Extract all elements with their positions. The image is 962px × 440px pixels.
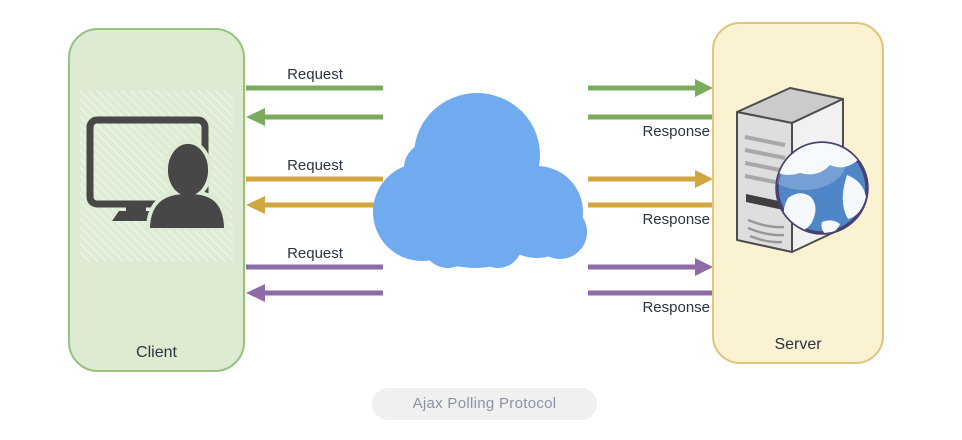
exchange-gold xyxy=(246,170,713,214)
request-arrowhead-icon xyxy=(695,79,713,97)
response-arrowhead-icon xyxy=(246,196,265,214)
server-node: Server xyxy=(712,22,884,364)
client-node: Client xyxy=(68,28,245,372)
request-arrowhead-icon xyxy=(695,258,713,276)
response-arrowhead-icon xyxy=(246,284,265,302)
request-label-2: Request xyxy=(287,157,343,174)
diagram-title-badge: Ajax Polling Protocol xyxy=(372,388,597,420)
response-label-3: Response xyxy=(642,299,710,316)
request-label-1: Request xyxy=(287,66,343,83)
exchange-green xyxy=(246,79,713,126)
exchange-purple xyxy=(246,258,713,302)
response-label-1: Response xyxy=(642,123,710,140)
server-globe-icon xyxy=(736,87,869,253)
request-arrowhead-icon xyxy=(695,170,713,188)
cloud-icon xyxy=(373,93,587,268)
server-label: Server xyxy=(774,336,822,353)
response-arrowhead-icon xyxy=(246,108,265,126)
response-label-2: Response xyxy=(642,211,710,228)
request-label-3: Request xyxy=(287,245,343,262)
client-label: Client xyxy=(136,344,177,361)
monitor-user-icon xyxy=(86,116,229,230)
